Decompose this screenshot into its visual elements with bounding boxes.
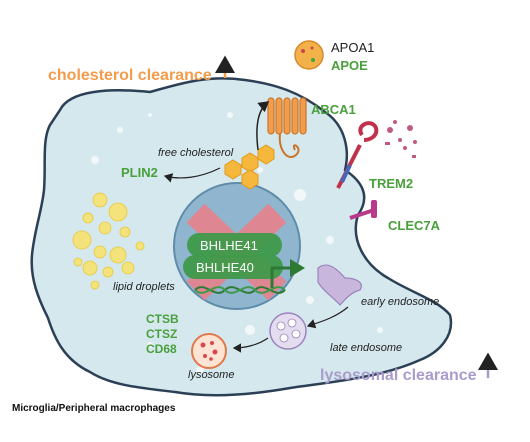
cholesterol-clearance-label: cholesterol clearance: [48, 67, 212, 84]
apoe-dot-icon: [311, 58, 315, 62]
apoa1-label: APOA1: [331, 40, 374, 55]
bhlhe40-label: BHLHE40: [196, 260, 254, 275]
late-endosome: [269, 312, 307, 350]
bhlhe41-label: BHLHE41: [200, 238, 258, 253]
clec7a-receptor: [349, 200, 377, 220]
endosome-maturation-arrow: [306, 306, 349, 329]
abca1-label: ABCA1: [311, 102, 356, 117]
bhlhe40-pill: [183, 255, 283, 279]
lysosome: [191, 333, 227, 369]
lysosome-label: lysosome: [188, 369, 234, 381]
cd68-label: CD68: [146, 342, 177, 356]
transcription-arrow: [270, 259, 305, 288]
free-cholesterol-label: free cholesterol: [158, 147, 234, 159]
cytoplasm-texture: [91, 112, 383, 374]
cell-type-caption: Microglia/Peripheral macrophages: [12, 403, 176, 414]
late-endosome-label: late endosome: [330, 342, 402, 354]
early-endosome-label: early endosome: [361, 296, 439, 308]
ctsz-label: CTSZ: [146, 327, 177, 341]
trem2-ligand-fragments: [385, 120, 417, 158]
clec7a-label: CLEC7A: [388, 218, 441, 233]
droplet-arrow: [163, 167, 221, 183]
lysosome-fusion-arrow: [232, 337, 269, 353]
apoa1-particle: [294, 40, 324, 70]
lysosome-contents: [200, 341, 218, 361]
abca1-tail: [278, 133, 300, 158]
early-endosome: [317, 264, 362, 306]
plin2-label: PLIN2: [121, 165, 158, 180]
ctsb-label: CTSB: [146, 312, 179, 326]
lipid-droplets-label: lipid droplets: [113, 281, 175, 293]
dna-helix: [194, 286, 286, 294]
abca1-transporter: [267, 97, 307, 135]
trem2-label: TREM2: [369, 176, 413, 191]
lipid-droplets: [72, 192, 145, 290]
lysosomal-clearance-label: lysosomal clearance: [320, 367, 477, 384]
apoa1-dot-icon: [301, 49, 305, 53]
efflux-arrow: [256, 101, 270, 151]
cholesterol-hexagons: [224, 144, 275, 190]
apoe-label: APOE: [331, 58, 368, 73]
late-endosome-vesicles: [276, 318, 301, 343]
bhlhe41-pill: [187, 233, 282, 257]
trem2-receptor: [336, 121, 379, 189]
apoa1-dot-icon: [310, 46, 314, 50]
